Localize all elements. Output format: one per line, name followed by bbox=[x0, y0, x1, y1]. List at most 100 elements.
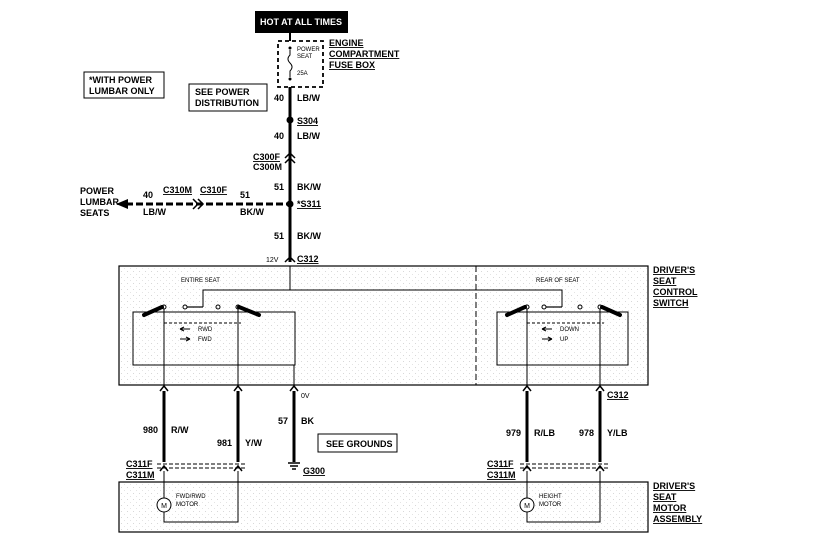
c311-terminal-978 bbox=[595, 464, 605, 472]
fwd-rwd-motor-line1: FWD/RWD bbox=[176, 494, 206, 500]
lumbar-wire-51-color: BK/W bbox=[240, 207, 264, 217]
connector-c310m: C310M bbox=[163, 185, 192, 195]
power-lumbar-line3: SEATS bbox=[80, 208, 109, 218]
fuse-rating: 25A bbox=[297, 71, 308, 77]
up-label: UP bbox=[560, 337, 568, 343]
terminal-978 bbox=[595, 384, 605, 392]
wire-51-num: 51 bbox=[274, 182, 284, 192]
hot-at-all-times-box bbox=[255, 11, 348, 33]
terminal-979 bbox=[522, 384, 532, 392]
left-switch-arm-3 bbox=[237, 305, 261, 317]
voltage-12v: 12V bbox=[266, 257, 279, 264]
wire-979-num: 979 bbox=[506, 428, 521, 438]
entire-seat-label: ENTIRE SEAT bbox=[181, 278, 220, 284]
connector-c312-top: C312 bbox=[297, 254, 319, 264]
right-contact-3 bbox=[577, 304, 583, 310]
down-arrow-icon bbox=[541, 326, 552, 332]
left-switch-arm-1 bbox=[142, 305, 164, 317]
rwd-arrow-icon bbox=[179, 326, 190, 332]
wire-57-color: BK bbox=[301, 416, 314, 426]
wire-978-num: 978 bbox=[579, 428, 594, 438]
right-switch-circuit bbox=[496, 311, 629, 366]
see-power-line1: SEE POWER bbox=[195, 87, 250, 97]
switch-title-line3: CONTROL bbox=[653, 287, 698, 297]
see-grounds-box bbox=[317, 433, 398, 453]
connector-c312-top-symbol bbox=[284, 255, 296, 263]
fuse-name-line2: SEAT bbox=[297, 54, 313, 60]
wire-40-color: LB/W bbox=[297, 93, 320, 103]
wire-978-color: Y/LB bbox=[607, 428, 628, 438]
rear-of-seat-label: REAR OF SEAT bbox=[536, 278, 580, 284]
ground-g300: G300 bbox=[303, 466, 325, 476]
fuse-icon bbox=[287, 50, 293, 77]
fuse-box-label-line1: ENGINE bbox=[329, 38, 364, 48]
left-contact-2 bbox=[182, 304, 188, 310]
switch-internal-feed-left bbox=[202, 266, 291, 307]
note-line1: *WITH POWER bbox=[89, 75, 152, 85]
height-motor-line2: MOTOR bbox=[539, 502, 562, 508]
wire-980-num: 980 bbox=[143, 425, 158, 435]
lumbar-wire-40-num: 40 bbox=[143, 190, 153, 200]
note-line2: LUMBAR ONLY bbox=[89, 86, 155, 96]
motor-assembly-box bbox=[118, 481, 649, 533]
height-motor-icon bbox=[519, 497, 535, 513]
lumbar-arrow bbox=[116, 199, 128, 209]
switch-title-line1: DRIVER'S bbox=[653, 265, 695, 275]
motor-title-line2: SEAT bbox=[653, 492, 677, 502]
connector-c310-symbol bbox=[192, 198, 205, 210]
see-power-box bbox=[188, 83, 268, 112]
switch-title-line2: SEAT bbox=[653, 276, 677, 286]
c311-terminal-979 bbox=[522, 464, 532, 472]
wire-979-color: R/LB bbox=[534, 428, 555, 438]
motor-title-line4: ASSEMBLY bbox=[653, 514, 702, 524]
wire-51-color: BK/W bbox=[297, 182, 321, 192]
fuse-box-label-line2: COMPARTMENT bbox=[329, 49, 400, 59]
power-lumbar-line1: POWER bbox=[80, 186, 115, 196]
wire-51b-num: 51 bbox=[274, 231, 284, 241]
wire-51b-color: BK/W bbox=[297, 231, 321, 241]
splice-s311-dot bbox=[286, 200, 294, 208]
fuse-terminal-bottom bbox=[288, 77, 292, 81]
right-switch-arm-1 bbox=[505, 305, 527, 317]
lumbar-wire-40-color: LB/W bbox=[143, 207, 166, 217]
connector-c300-symbol bbox=[284, 151, 296, 164]
power-lumbar-line2: LUMBAR bbox=[80, 197, 119, 207]
connector-c311m-right: C311M bbox=[487, 470, 516, 480]
down-label: DOWN bbox=[560, 327, 579, 333]
wire-57-num: 57 bbox=[278, 416, 288, 426]
connector-c311f-left: C311F bbox=[126, 459, 153, 469]
switch-internal-feed-right bbox=[290, 289, 563, 307]
connector-c300m: C300M bbox=[253, 162, 282, 172]
terminal-981 bbox=[233, 384, 243, 392]
splice-s304-dot bbox=[286, 116, 294, 124]
fwd-rwd-motor-icon bbox=[156, 497, 172, 513]
terminal-980 bbox=[159, 384, 169, 392]
note-box bbox=[83, 71, 165, 99]
splice-s311: *S311 bbox=[297, 199, 321, 209]
fuse-box-label-line3: FUSE BOX bbox=[329, 60, 375, 70]
wire-40b-num: 40 bbox=[274, 131, 284, 141]
wire-981-num: 981 bbox=[217, 438, 232, 448]
fwd-arrow-icon bbox=[180, 336, 191, 342]
motor-title-line3: MOTOR bbox=[653, 503, 687, 513]
see-power-line2: DISTRIBUTION bbox=[195, 98, 259, 108]
right-contact-2 bbox=[541, 304, 547, 310]
connector-c300f: C300F bbox=[253, 152, 281, 162]
wire-980-color: R/W bbox=[171, 425, 189, 435]
height-motor-line1: HEIGHT bbox=[539, 494, 562, 500]
c311-terminal-980 bbox=[159, 464, 169, 472]
fuse-terminal-top bbox=[288, 46, 292, 50]
rwd-label: RWD bbox=[198, 327, 213, 333]
left-switch-circuit bbox=[132, 311, 296, 366]
motor-title-line1: DRIVER'S bbox=[653, 481, 695, 491]
height-motor-m: M bbox=[524, 503, 530, 510]
wire-40b-color: LB/W bbox=[297, 131, 320, 141]
voltage-0v: 0V bbox=[301, 393, 310, 400]
right-switch-arm-3 bbox=[600, 305, 622, 317]
connector-c312-right: C312 bbox=[607, 390, 629, 400]
fuse-box-outline bbox=[277, 40, 324, 88]
fwd-rwd-motor-m: M bbox=[161, 503, 167, 510]
see-grounds-label: SEE GROUNDS bbox=[326, 439, 393, 449]
height-motor-wiring bbox=[526, 471, 601, 523]
